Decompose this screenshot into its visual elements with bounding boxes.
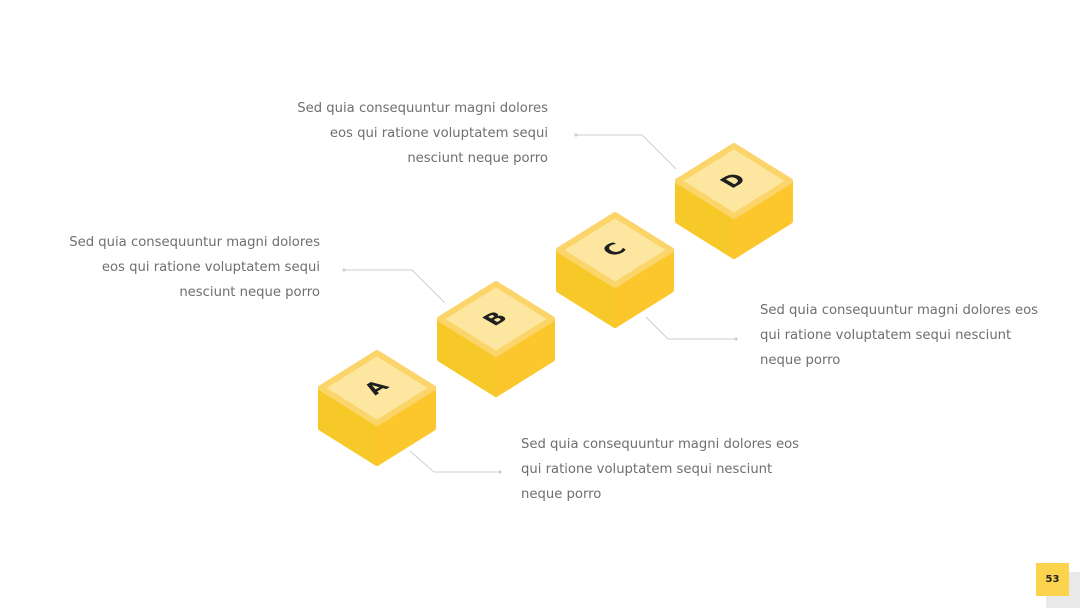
cube-a-top-face [318,350,436,426]
note-b-line-1: Sed quia consequuntur magni dolores [69,235,320,250]
cube-a: A [318,350,436,466]
note-b: Sed quia consequuntur magni dolores eos … [69,230,320,305]
connector-dot-d [574,133,578,137]
note-c: Sed quia consequuntur magni dolores eos … [760,298,1038,373]
cube-d-top-face [675,143,793,219]
connector-dot-c [734,337,738,341]
cube-b: B [437,281,555,397]
connector-b [344,269,446,304]
note-d: Sed quia consequuntur magni dolores eos … [297,96,548,171]
note-b-line-3: nesciunt neque porro [179,285,320,300]
connector-dot-b [342,268,346,272]
cube-c-top-face [556,212,674,288]
note-c-line-3: neque porro [760,353,841,368]
note-a-line-2: qui ratione voluptatem sequi nesciunt [521,462,773,477]
connector-a [409,450,500,473]
connector-dot-a [498,470,502,474]
note-c-line-2: qui ratione voluptatem sequi nesciunt [760,328,1012,343]
page-number: 53 [1036,563,1069,596]
cube-c: C [556,212,674,328]
note-a-line-1: Sed quia consequuntur magni dolores eos [521,437,800,452]
connector-d [576,134,677,170]
note-b-line-2: eos qui ratione voluptatem sequi [101,260,320,275]
note-c-line-1: Sed quia consequuntur magni dolores eos [760,303,1039,318]
cube-d: D [675,143,793,259]
connector-c [645,316,736,340]
note-a: Sed quia consequuntur magni dolores eos … [521,432,799,507]
note-d-line-1: Sed quia consequuntur magni dolores [297,101,548,116]
note-d-line-2: eos qui ratione voluptatem sequi [329,126,548,141]
note-d-line-3: nesciunt neque porro [407,151,548,166]
cube-b-top-face [437,281,555,357]
note-a-line-3: neque porro [521,487,602,502]
